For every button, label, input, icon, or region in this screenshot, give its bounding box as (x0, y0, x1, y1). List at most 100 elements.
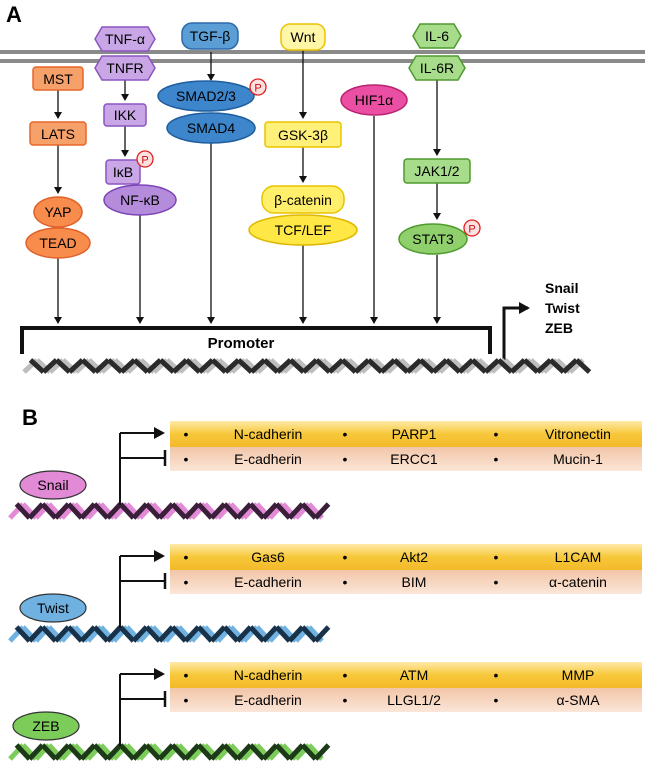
bullet: • (184, 549, 189, 565)
upregulated-gene: Gas6 (251, 549, 285, 565)
bullet: • (343, 692, 348, 708)
wnt-label: Wnt (291, 29, 316, 45)
bullet: • (184, 692, 189, 708)
dna-helix-zeb (8, 743, 331, 761)
factor-zeb-node (12, 711, 80, 741)
downregulated-gene: E-cadherin (234, 692, 302, 708)
tead-node (25, 227, 91, 259)
smad23-phospho-badge (249, 78, 267, 96)
ikb-phospho-badge (136, 150, 154, 168)
dna-strands-a (22, 358, 592, 374)
nfkb-node (103, 184, 177, 216)
upregulated-band-zeb (170, 662, 642, 688)
ikb-node (105, 159, 141, 185)
gsk3b-node (264, 121, 342, 148)
hif1a-label: HIF1α (355, 92, 393, 108)
tnfa-node (94, 26, 156, 52)
il6-node (412, 23, 462, 49)
downregulated-gene: α-SMA (556, 692, 600, 708)
bullet: • (184, 574, 189, 590)
promoter-dna-helix (22, 358, 592, 374)
bullet: • (494, 451, 499, 467)
bullet: • (343, 574, 348, 590)
tnfr-label: TNFR (106, 60, 143, 76)
jak-label: JAK1/2 (414, 163, 459, 179)
factor-zeb-label: ZEB (32, 718, 59, 734)
bullet: • (184, 667, 189, 683)
nfkb-pathway: TNF-α TNFR IKK IκB P NF-κB (94, 26, 177, 324)
dna-helix-snail (8, 502, 331, 520)
bullet: • (343, 549, 348, 565)
downregulated-gene: LLGL1/2 (387, 692, 441, 708)
mst-node (32, 66, 84, 91)
tead-label: TEAD (39, 235, 76, 251)
bullet: • (343, 451, 348, 467)
upregulated-band-twist (170, 544, 642, 570)
downregulated-band-snail (170, 447, 642, 471)
wnt-node (280, 23, 326, 51)
factor-snail-node (19, 470, 87, 500)
yap-label: YAP (45, 204, 72, 220)
bullet: • (184, 451, 189, 467)
bullet: • (343, 426, 348, 442)
bullet: • (494, 667, 499, 683)
downregulated-band-zeb (170, 688, 642, 712)
smad4-node (166, 112, 256, 144)
bullet: • (184, 426, 189, 442)
bullet: • (343, 667, 348, 683)
factor-block-twist: Twist•Gas6•Akt2•L1CAM•E-cadherin•BIM•α-c… (8, 544, 642, 643)
bcatenin-label: β-catenin (274, 192, 332, 208)
bcatenin-node (261, 185, 345, 214)
tgfb-label: TGF-β (190, 28, 231, 44)
factor-twist-label: Twist (37, 600, 69, 616)
il6r-label: IL-6R (420, 60, 454, 76)
tgfb-node (181, 22, 239, 50)
yap-node (33, 196, 83, 228)
target-snail: Snail (545, 280, 578, 296)
wnt-pathway: Wnt GSK-3β β-catenin TCF/LEF (248, 23, 358, 324)
il6-label: IL-6 (425, 28, 449, 44)
downregulated-gene: α-catenin (549, 574, 607, 590)
upregulated-gene: MMP (562, 667, 595, 683)
stat3-phospho-badge (463, 219, 481, 237)
promoter-label: Promoter (208, 335, 275, 352)
downregulated-gene: E-cadherin (234, 451, 302, 467)
downregulated-gene: BIM (402, 574, 427, 590)
transcription-factor-targets: Snail•N-cadherin•PARP1•Vitronectin•E-cad… (8, 421, 642, 761)
tnfr-node (94, 55, 156, 81)
stat3-node (398, 223, 468, 255)
factor-twist-node (19, 593, 87, 623)
tcflef-label: TCF/LEF (275, 222, 332, 238)
upregulated-band-snail (170, 421, 642, 447)
upregulated-gene: N-cadherin (234, 667, 302, 683)
smad4-label: SMAD4 (187, 120, 235, 136)
upregulated-gene: ATM (400, 667, 429, 683)
ikb-phospho-label: P (141, 155, 148, 167)
upregulated-gene: Vitronectin (545, 426, 611, 442)
ikb-label: IκB (113, 164, 133, 180)
smad23-node (157, 80, 255, 112)
ikk-node (103, 103, 147, 127)
lats-label: LATS (41, 126, 75, 142)
upregulated-gene: L1CAM (555, 549, 602, 565)
mst-label: MST (43, 71, 73, 87)
panel-b-label: B (22, 405, 38, 430)
nfkb-label: NF-κB (120, 192, 160, 208)
il6-pathway: IL-6 IL-6R JAK1/2 STAT3 P (398, 23, 481, 324)
target-twist: Twist (545, 300, 580, 316)
downregulated-gene: ERCC1 (390, 451, 438, 467)
cell-membrane (0, 50, 645, 63)
smad23-phospho-label: P (254, 83, 261, 95)
tcflef-node (248, 214, 358, 246)
stat3-label: STAT3 (412, 231, 454, 247)
lats-node (29, 121, 87, 146)
factor-snail-label: Snail (37, 477, 68, 493)
jak-node (403, 158, 471, 184)
factor-block-zeb: ZEB • N-cadherin • ATM • MMP • E-cadherin • LLGL1/… (8, 662, 642, 761)
hippo-pathway: MST LATS YAP TEAD (25, 66, 91, 324)
downregulated-band-twist (170, 570, 642, 594)
promoter-region: Promoter Snail Twist ZEB (20, 280, 580, 360)
factor-block-snail: Snail•N-cadherin•PARP1•Vitronectin•E-cad… (8, 421, 642, 520)
panel-a-label: A (6, 2, 22, 27)
